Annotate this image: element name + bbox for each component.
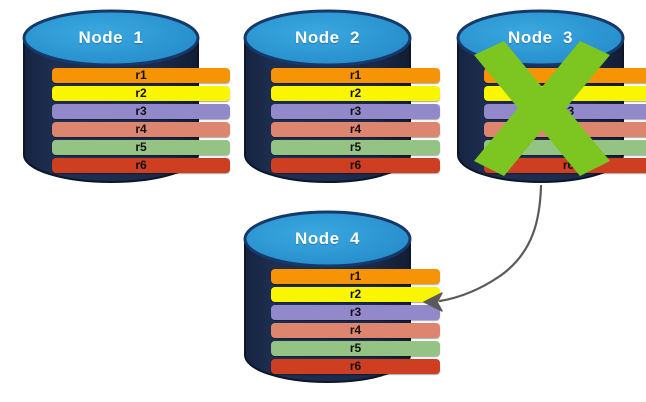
node-2-rows: r1 r2 r3 r4 r5 r6	[243, 68, 468, 173]
row-bar-r5[interactable]: r5	[271, 140, 440, 155]
row-bar-r1[interactable]: r1	[271, 269, 440, 284]
row-bar-r6[interactable]: r6	[52, 158, 230, 173]
row-bar-r6[interactable]: r6	[271, 158, 440, 173]
row-bar-r5[interactable]: r5	[52, 140, 230, 155]
row-bar-r4[interactable]: r4	[271, 122, 440, 137]
node-1-rows: r1 r2 r3 r4 r5 r6	[22, 68, 260, 173]
node-4-rows: r1 r2 r3 r4 r5 r6	[243, 269, 468, 374]
row-bar-r2[interactable]: r2	[52, 86, 230, 101]
row-bar-r3[interactable]: r3	[271, 305, 440, 320]
row-bar-r2[interactable]: r2	[271, 86, 440, 101]
node-2[interactable]: Node 2 r1 r2 r3 r4 r5 r6	[243, 8, 440, 185]
node-1[interactable]: Node 1 r1 r2 r3 r4 r5 r6	[22, 8, 230, 185]
node-3[interactable]: Node 3 r1 r2 r3 r4 r5 r6	[456, 8, 646, 185]
failure-x-mark-icon	[474, 41, 610, 176]
row-bar-r3[interactable]: r3	[271, 104, 440, 119]
row-bar-r6[interactable]: r6	[271, 359, 440, 374]
row-bar-r5[interactable]: r5	[271, 341, 440, 356]
node-4[interactable]: Node 4 r1 r2 r3 r4 r5 r6	[243, 210, 440, 385]
row-bar-r4[interactable]: r4	[52, 122, 230, 137]
row-bar-r2[interactable]: r2	[271, 287, 440, 302]
row-bar-r1[interactable]: r1	[271, 68, 440, 83]
row-bar-r4[interactable]: r4	[271, 323, 440, 338]
row-bar-r1[interactable]: r1	[52, 68, 230, 83]
row-bar-r3[interactable]: r3	[52, 104, 230, 119]
